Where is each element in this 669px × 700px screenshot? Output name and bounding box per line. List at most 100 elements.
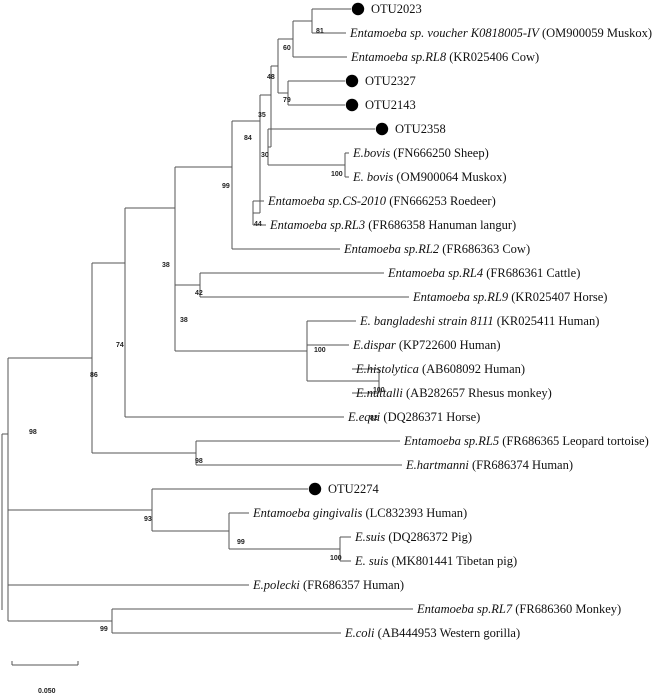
taxon-accession: (FR686365 Leopard tortoise) bbox=[499, 434, 649, 448]
taxon-species-name: E. suis bbox=[354, 554, 388, 568]
taxon-species-name: E. bovis bbox=[352, 170, 393, 184]
taxon-species-name: Entamoeba sp.RL4 bbox=[387, 266, 483, 280]
taxon-species-name: Entamoeba sp.RL8 bbox=[350, 50, 447, 64]
bootstrap-value-n81: 81 bbox=[316, 28, 324, 35]
taxon-accession: (KR025407 Horse) bbox=[508, 290, 607, 304]
taxon-label-rl3: Entamoeba sp.RL3 (FR686358 Hanuman langu… bbox=[269, 218, 516, 232]
taxon-label-rl5: Entamoeba sp.RL5 (FR686365 Leopard torto… bbox=[403, 434, 649, 448]
taxon-species-name: Entamoeba sp.RL2 bbox=[343, 242, 439, 256]
taxon-label-k0818005: Entamoeba sp. voucher K0818005-IV (OM900… bbox=[349, 26, 652, 40]
bootstrap-value-n30: 30 bbox=[261, 152, 269, 159]
bootstrap-value-n48: 48 bbox=[267, 74, 275, 81]
taxon-species-name: E.nuttalli bbox=[355, 386, 403, 400]
taxon-accession: (LC832393 Human) bbox=[362, 506, 467, 520]
taxon-label-otu2143: OTU2143 bbox=[365, 98, 416, 112]
taxon-accession: (AB444953 Western gorilla) bbox=[375, 626, 521, 640]
taxon-species-name: E.dispar bbox=[352, 338, 396, 352]
taxon-accession: (FR686361 Cattle) bbox=[483, 266, 580, 280]
taxon-species-name: Entamoeba sp.CS-2010 bbox=[267, 194, 387, 208]
bootstrap-value-n84: 84 bbox=[244, 135, 252, 142]
taxon-species-name: Entamoeba gingivalis bbox=[252, 506, 362, 520]
bootstrap-value-n79: 79 bbox=[283, 97, 291, 104]
bootstrap-value-n35: 35 bbox=[258, 112, 266, 119]
tree-branches bbox=[1, 8, 413, 634]
taxon-label-hartmanni: E.hartmanni (FR686374 Human) bbox=[405, 458, 573, 472]
bootstrap-value-n100_suis: 100 bbox=[330, 555, 342, 562]
sample-marker-dot bbox=[351, 2, 365, 16]
taxon-label-polecki: E.polecki (FR686357 Human) bbox=[252, 578, 404, 592]
taxon-accession: (AB282657 Rhesus monkey) bbox=[403, 386, 552, 400]
taxon-label-bangladeshi: E. bangladeshi strain 8111 (KR025411 Hum… bbox=[359, 314, 599, 328]
taxon-accession: (KR025411 Human) bbox=[494, 314, 600, 328]
bootstrap-value-n44: 44 bbox=[254, 221, 262, 228]
taxon-accession: OTU2327 bbox=[365, 74, 416, 88]
taxon-accession: (FR686374 Human) bbox=[469, 458, 573, 472]
taxon-accession: (OM900059 Muskox) bbox=[539, 26, 652, 40]
bootstrap-values: 8160794835301008444993842381001008274869… bbox=[29, 28, 385, 633]
taxon-species-name: E.equi bbox=[347, 410, 381, 424]
bootstrap-value-n38_low: 38 bbox=[180, 317, 188, 324]
taxon-species-name: E.polecki bbox=[252, 578, 300, 592]
scale-bar: 0.050 bbox=[11, 661, 79, 695]
taxon-label-nuttalli: E.nuttalli (AB282657 Rhesus monkey) bbox=[355, 386, 552, 400]
taxon-label-otu2023: OTU2023 bbox=[371, 2, 422, 16]
taxon-label-dispar: E.dispar (KP722600 Human) bbox=[352, 338, 501, 352]
taxon-species-name: E.histolytica bbox=[355, 362, 419, 376]
taxon-label-rl9: Entamoeba sp.RL9 (KR025407 Horse) bbox=[412, 290, 607, 304]
taxon-accession: (KR025406 Cow) bbox=[446, 50, 539, 64]
bootstrap-value-n60: 60 bbox=[283, 45, 291, 52]
scale-bar-label: 0.050 bbox=[38, 688, 56, 695]
bootstrap-value-n100_bang: 100 bbox=[314, 347, 326, 354]
taxon-accession: (FN666250 Sheep) bbox=[390, 146, 489, 160]
taxon-label-ecoli: E.coli (AB444953 Western gorilla) bbox=[344, 626, 520, 640]
taxon-label-otu2358: OTU2358 bbox=[395, 122, 446, 136]
bootstrap-value-n99_rl7: 99 bbox=[100, 626, 108, 633]
taxon-species-name: Entamoeba sp.RL5 bbox=[403, 434, 499, 448]
bootstrap-value-n99_suis: 99 bbox=[237, 539, 245, 546]
taxon-species-name: Entamoeba sp. voucher K0818005-IV bbox=[349, 26, 540, 40]
sample-marker-dot bbox=[345, 74, 359, 88]
taxon-accession: OTU2274 bbox=[328, 482, 379, 496]
taxon-accession: (MK801441 Tibetan pig) bbox=[388, 554, 517, 568]
taxon-accession: (FN666253 Roedeer) bbox=[386, 194, 496, 208]
taxon-label-suis_pig: E.suis (DQ286372 Pig) bbox=[354, 530, 472, 544]
bootstrap-value-n100_bovis: 100 bbox=[331, 171, 343, 178]
taxon-label-rl4: Entamoeba sp.RL4 (FR686361 Cattle) bbox=[387, 266, 580, 280]
taxon-species-name: Entamoeba sp.RL9 bbox=[412, 290, 509, 304]
taxon-species-name: Entamoeba sp.RL7 bbox=[416, 602, 513, 616]
taxon-label-equi: E.equi (DQ286371 Horse) bbox=[347, 410, 480, 424]
taxon-accession: (DQ286371 Horse) bbox=[380, 410, 480, 424]
taxon-label-otu2274: OTU2274 bbox=[328, 482, 379, 496]
taxon-label-gingivalis: Entamoeba gingivalis (LC832393 Human) bbox=[252, 506, 467, 520]
taxon-species-name: E.coli bbox=[344, 626, 375, 640]
bootstrap-value-n42: 42 bbox=[195, 290, 203, 297]
taxon-species-name: E.suis bbox=[354, 530, 385, 544]
taxon-species-name: E. bangladeshi strain 8111 bbox=[359, 314, 494, 328]
taxon-label-otu2327: OTU2327 bbox=[365, 74, 416, 88]
taxon-accession: (FR686363 Cow) bbox=[439, 242, 530, 256]
taxon-species-name: Entamoeba sp.RL3 bbox=[269, 218, 365, 232]
bootstrap-value-n99_top: 99 bbox=[222, 183, 230, 190]
taxon-label-rl2: Entamoeba sp.RL2 (FR686363 Cow) bbox=[343, 242, 530, 256]
taxon-accession: OTU2358 bbox=[395, 122, 446, 136]
sample-marker-dot bbox=[345, 98, 359, 112]
taxon-label-cs2010: Entamoeba sp.CS-2010 (FN666253 Roedeer) bbox=[267, 194, 496, 208]
taxon-label-ebovis_muskox: E. bovis (OM900064 Muskox) bbox=[352, 170, 506, 184]
taxon-accession: (AB608092 Human) bbox=[419, 362, 525, 376]
taxon-label-suis_tibetan: E. suis (MK801441 Tibetan pig) bbox=[354, 554, 517, 568]
taxon-species-name: E.hartmanni bbox=[405, 458, 469, 472]
taxon-accession: (DQ286372 Pig) bbox=[385, 530, 472, 544]
taxon-accession: (FR686358 Hanuman langur) bbox=[365, 218, 516, 232]
bootstrap-value-n98_rl5: 98 bbox=[195, 458, 203, 465]
taxon-label-histolytica: E.histolytica (AB608092 Human) bbox=[355, 362, 525, 376]
bootstrap-value-n86: 86 bbox=[90, 372, 98, 379]
taxon-label-rl7: Entamoeba sp.RL7 (FR686360 Monkey) bbox=[416, 602, 621, 616]
taxon-accession: (OM900064 Muskox) bbox=[393, 170, 506, 184]
taxon-label-rl8: Entamoeba sp.RL8 (KR025406 Cow) bbox=[350, 50, 539, 64]
bootstrap-value-n93: 93 bbox=[144, 516, 152, 523]
bootstrap-value-n100_disp: 100 bbox=[373, 387, 385, 394]
bootstrap-value-n82: 82 bbox=[370, 415, 378, 422]
bootstrap-value-n38_top: 38 bbox=[162, 262, 170, 269]
